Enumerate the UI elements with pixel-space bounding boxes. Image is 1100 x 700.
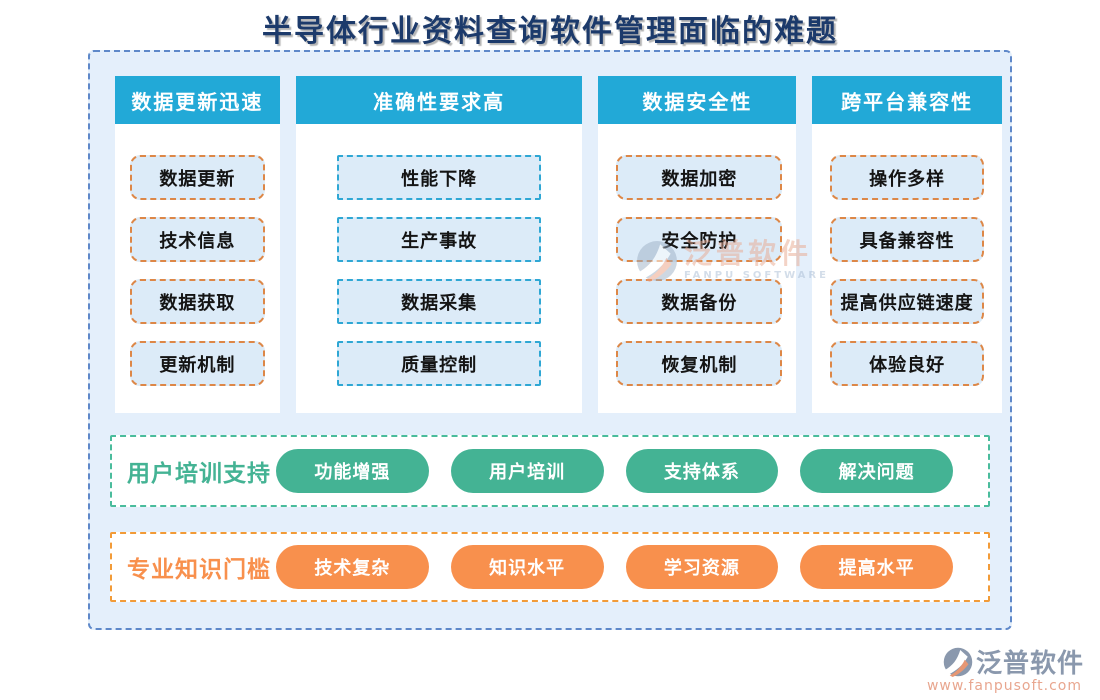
band-pills: 技术复杂 知识水平 学习资源 提高水平	[276, 545, 953, 589]
category-items: 数据更新 技术信息 数据获取 更新机制	[115, 124, 280, 413]
topic-item: 数据加密	[616, 155, 783, 200]
band-pills: 功能增强 用户培训 支持体系 解决问题	[276, 449, 953, 493]
topic-item: 体验良好	[830, 341, 984, 386]
topic-item: 生产事故	[336, 217, 542, 262]
pill-item: 提高水平	[800, 545, 953, 589]
main-panel: 数据更新迅速 数据更新 技术信息 数据获取 更新机制 准确性要求高 性能下降 生…	[88, 50, 1012, 630]
topic-item: 更新机制	[130, 341, 265, 386]
pill-item: 技术复杂	[276, 545, 429, 589]
pill-item: 知识水平	[450, 545, 604, 589]
category-column: 数据更新迅速 数据更新 技术信息 数据获取 更新机制	[115, 76, 280, 413]
footer-brand: 泛普软件	[975, 649, 1084, 679]
pill-item: 支持体系	[625, 449, 779, 493]
footer-logo: 泛普软件 www.fanpusoft.com	[927, 643, 1084, 694]
bottom-band-orange: 专业知识门槛 技术复杂 知识水平 学习资源 提高水平	[110, 532, 990, 602]
category-header: 跨平台兼容性	[812, 76, 1002, 124]
topic-item: 技术信息	[130, 217, 265, 262]
category-items: 数据加密 安全防护 数据备份 恢复机制	[598, 124, 796, 413]
category-column: 准确性要求高 性能下降 生产事故 数据采集 质量控制	[295, 76, 583, 413]
category-columns: 数据更新迅速 数据更新 技术信息 数据获取 更新机制 准确性要求高 性能下降 生…	[115, 76, 1002, 413]
topic-item: 数据备份	[616, 279, 783, 324]
category-header: 准确性要求高	[295, 76, 583, 124]
category-column: 数据安全性 数据加密 安全防护 数据备份 恢复机制	[598, 76, 797, 413]
pill-item: 用户培训	[450, 449, 604, 493]
category-header: 数据更新迅速	[115, 76, 280, 124]
band-label: 专业知识门槛	[127, 557, 271, 583]
band-label: 用户培训支持	[127, 461, 271, 487]
topic-item: 提高供应链速度	[830, 279, 984, 324]
topic-item: 数据更新	[130, 155, 265, 200]
topic-item: 数据获取	[130, 279, 265, 324]
topic-item: 安全防护	[616, 217, 783, 262]
category-header: 数据安全性	[598, 76, 797, 124]
fanpu-logo-icon	[943, 647, 973, 677]
footer-url: www.fanpusoft.com	[926, 678, 1082, 694]
topic-item: 质量控制	[336, 341, 542, 386]
pill-item: 解决问题	[800, 449, 953, 493]
topic-item: 恢复机制	[616, 341, 783, 386]
topic-item: 具备兼容性	[830, 217, 984, 262]
category-items: 操作多样 具备兼容性 提高供应链速度 体验良好	[812, 124, 1002, 413]
topic-item: 操作多样	[830, 155, 984, 200]
pill-item: 功能增强	[276, 449, 429, 493]
category-items: 性能下降 生产事故 数据采集 质量控制	[296, 124, 583, 413]
topic-item: 性能下降	[336, 155, 542, 200]
category-column: 跨平台兼容性 操作多样 具备兼容性 提高供应链速度 体验良好	[812, 76, 1002, 413]
topic-item: 数据采集	[336, 279, 542, 324]
bottom-band-green: 用户培训支持 功能增强 用户培训 支持体系 解决问题	[110, 435, 990, 507]
pill-item: 学习资源	[625, 545, 779, 589]
page-title: 半导体行业资料查询软件管理面临的难题	[262, 14, 838, 49]
